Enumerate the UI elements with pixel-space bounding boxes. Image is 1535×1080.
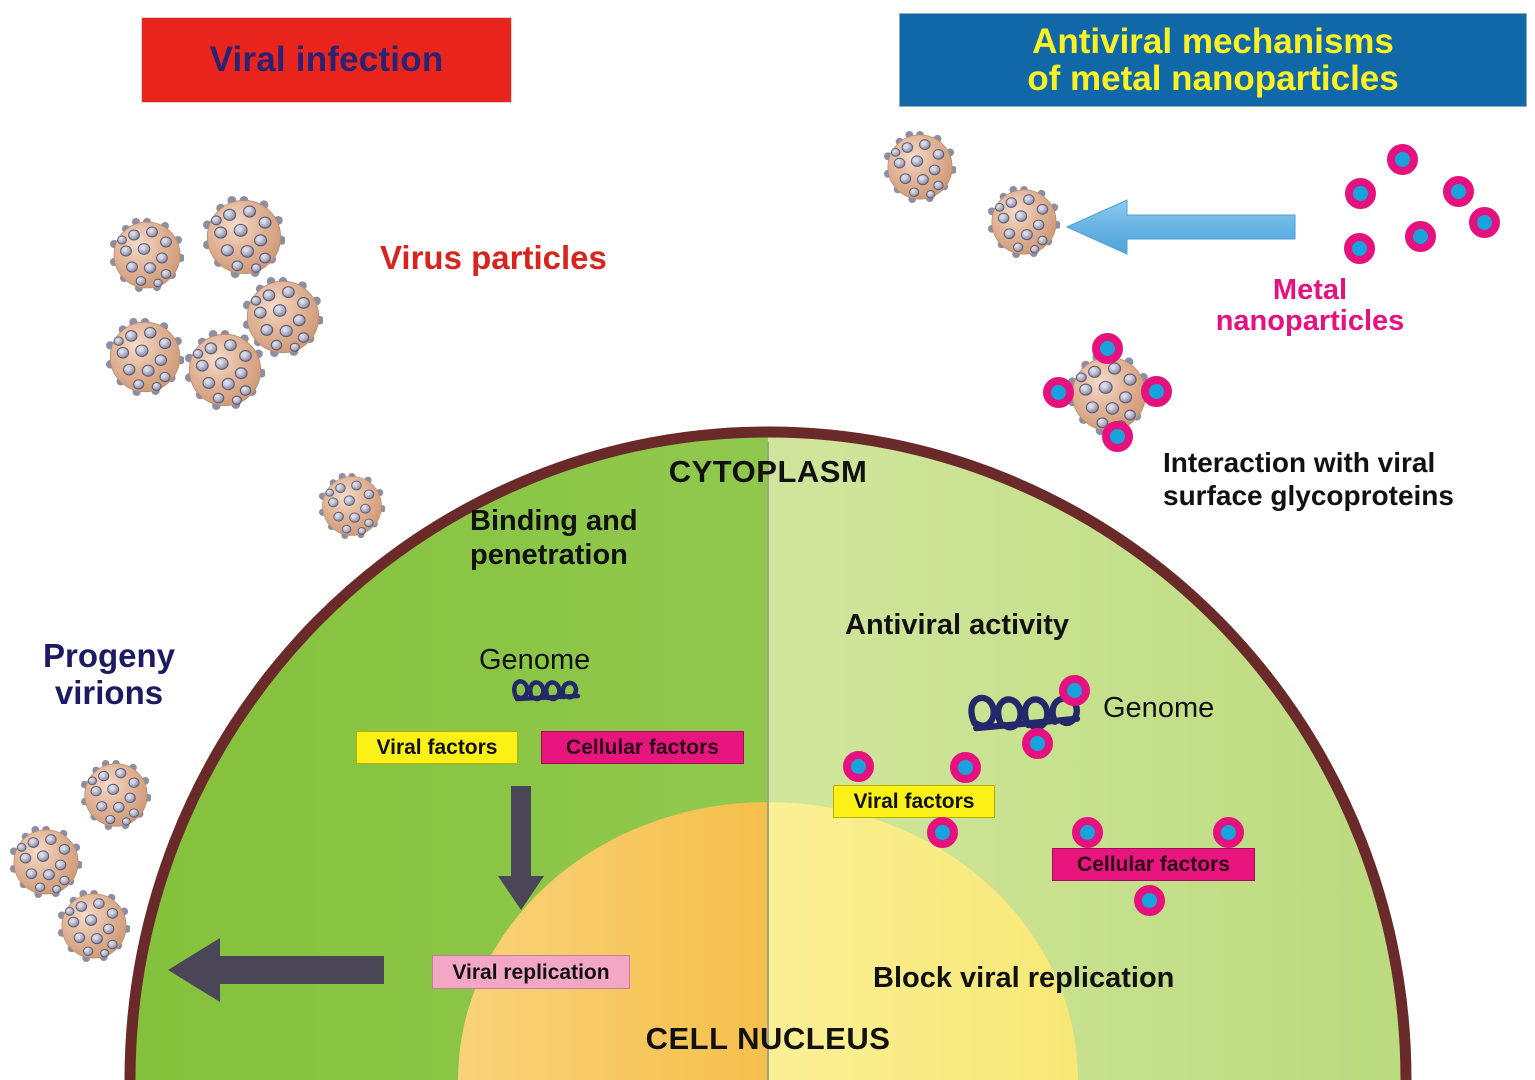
metal-nanoparticle-icon [1469, 207, 1500, 238]
metal-nanoparticle-icon [1387, 144, 1418, 175]
antiviral-banner-line1: Antiviral mechanisms [1032, 21, 1394, 61]
metal-nanoparticles-label: Metal nanoparticles [1180, 274, 1440, 338]
metal-nanoparticle-icon [927, 817, 958, 848]
metal-nanoparticle-icon [1344, 233, 1375, 264]
progeny-virions-label: Progeny virions [14, 637, 204, 712]
metal-nanoparticle-icon [1092, 333, 1123, 364]
metal-nanoparticle-icon [1102, 421, 1133, 452]
genome-label-right: Genome [1103, 692, 1215, 724]
virus-particle [203, 196, 285, 278]
progeny-line1: Progeny [42, 637, 176, 674]
cytoplasm-label: CYTOPLASM [668, 454, 868, 489]
metal-nanoparticle-icon [1072, 817, 1103, 848]
block-viral-replication-label: Block viral replication [873, 962, 1175, 994]
genome-coil-icon [962, 686, 1088, 742]
metal-nanoparticle-icon [1141, 376, 1172, 407]
binding-line2: penetration [470, 539, 628, 572]
antiviral-banner-line2: of metal nanoparticles [1027, 59, 1399, 98]
interaction-line1: Interaction with viral [1163, 447, 1436, 478]
arrow-left-icon [168, 938, 384, 1002]
antiviral-activity-label: Antiviral activity [845, 609, 1070, 641]
arrow-down-icon [498, 786, 544, 910]
binding-penetration-label: Binding and penetration [470, 504, 638, 572]
metal-nanoparticle-icon [1405, 221, 1436, 252]
viral-factors-chip-right: Viral factors [833, 785, 995, 818]
interaction-line2: surface glycoproteins [1163, 480, 1454, 512]
viral-infection-banner: Viral infection [142, 18, 511, 102]
virus-particle-binding-membrane [319, 473, 385, 539]
viral-replication-chip: Viral replication [432, 955, 630, 989]
metal-nanoparticle-icon [1345, 178, 1376, 209]
metal-nanoparticle-icon [1043, 377, 1074, 408]
metal-nanoparticle-icon [950, 752, 981, 783]
virus-particle [106, 318, 184, 396]
interaction-glycoproteins-label: Interaction with viral surface glycoprot… [1163, 446, 1454, 512]
cell-nucleus-label: CELL NUCLEUS [645, 1021, 891, 1056]
metal-nanoparticle-icon [1213, 817, 1244, 848]
cellular-factors-chip-right: Cellular factors [1052, 848, 1255, 881]
metal-nanoparticles-line2: nanoparticles [1215, 305, 1405, 338]
metal-nanoparticle-icon [1443, 176, 1474, 207]
viral-infection-banner-label: Viral infection [209, 40, 444, 80]
virus-particle [110, 218, 184, 292]
arrow-left-blue-icon [1065, 199, 1296, 255]
virus-particles-label: Virus particles [380, 239, 607, 276]
virus-particle [185, 330, 265, 410]
antiviral-mechanisms-banner: Antiviral mechanisms of metal nanopartic… [900, 14, 1526, 106]
cellular-factors-chip-left: Cellular factors [541, 731, 744, 764]
progeny-virion [58, 890, 130, 962]
binding-line1: Binding and [470, 505, 638, 537]
cell-membrane [124, 426, 1412, 1080]
metal-nanoparticle-icon [1022, 728, 1053, 759]
genome-coil-icon [508, 674, 588, 708]
metal-nanoparticle-icon [1059, 675, 1090, 706]
viral-factors-chip-left: Viral factors [356, 731, 518, 764]
metal-nanoparticle-icon [1134, 885, 1165, 916]
genome-label-left: Genome [479, 644, 591, 676]
progeny-line2: virions [54, 673, 164, 711]
virus-particle [988, 186, 1060, 258]
metal-nanoparticle-icon [843, 751, 874, 782]
cell-nucleus-region [458, 802, 1078, 1080]
progeny-virion [10, 826, 82, 898]
metal-nanoparticles-line1: Metal [1272, 274, 1348, 306]
progeny-virion [81, 760, 151, 830]
virus-particle [884, 131, 956, 203]
